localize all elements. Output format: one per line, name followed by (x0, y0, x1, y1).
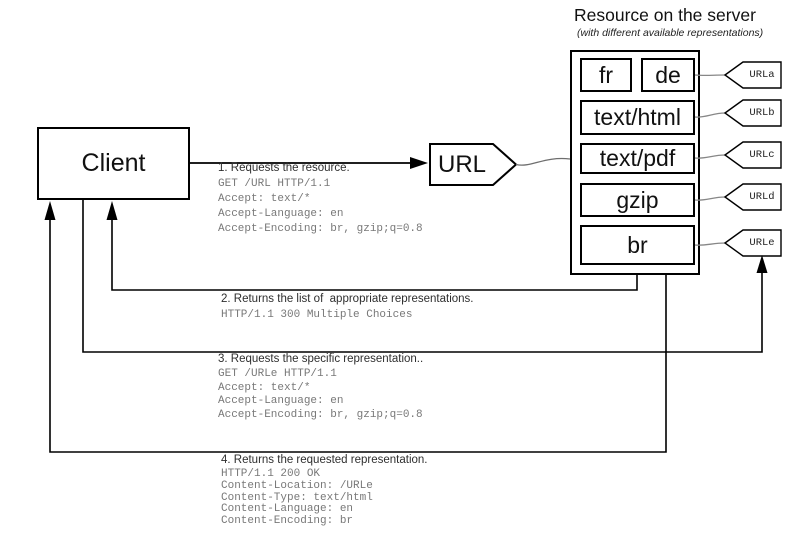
http-line: HTTP/1.1 200 OK (221, 468, 321, 480)
http-line: GET /URLe HTTP/1.1 (218, 368, 337, 380)
http-message: GET /URLe HTTP/1.1 Accept: text/* Accept… (218, 368, 423, 422)
step-caption: 1. Requests the resource. (218, 162, 350, 174)
client-label: Client (81, 149, 146, 177)
http-line: Content-Encoding: br (221, 515, 354, 528)
http-line: HTTP/1.1 300 Multiple Choices (221, 309, 413, 321)
arrow-request-specific (82, 200, 763, 353)
url-tag-shape-urlb (723, 99, 782, 127)
http-line: Content-Language: en (221, 503, 354, 516)
url-tag-label-urlc: URLc (749, 149, 775, 161)
http-message: HTTP/1.1 300 Multiple Choices (221, 308, 474, 323)
http-line: Accept-Language: en (218, 208, 344, 220)
link-texthtml-urlb (694, 112, 726, 118)
arrowhead-returns-representation (44, 201, 56, 220)
url-tag-label-urla: URLa (749, 69, 775, 81)
arrow-returns-list (111, 219, 638, 291)
url-tag-shape-urlc (723, 141, 782, 169)
http-line: Accept: text/* (218, 381, 311, 394)
url-to-server-link (515, 157, 571, 166)
arrow-returns-representation (49, 219, 667, 453)
http-line: Accept-Encoding: br, gzip;q=0.8 (218, 408, 423, 421)
client-box: Client (37, 127, 190, 200)
representation-box-fr: fr (580, 58, 632, 92)
server-subtitle: (with different available representation… (577, 27, 764, 39)
url-tag-label-urle: URLe (749, 237, 775, 249)
representation-label: gzip (616, 186, 659, 213)
representation-label: fr (598, 61, 614, 88)
step-1-request-resource: 1. Requests the resource. GET /URL HTTP/… (218, 162, 423, 237)
representation-label: de (655, 61, 681, 88)
arrowhead-request-resource (410, 157, 428, 169)
representation-box-text-pdf: text/pdf (580, 143, 695, 174)
step-4-returns-representation: 4. Returns the requested representation.… (221, 454, 428, 528)
server-box (570, 50, 700, 275)
url-tag-label-urlb: URLb (749, 107, 775, 119)
link-gzip-urld (694, 196, 726, 201)
http-line: Accept-Language: en (218, 395, 344, 407)
url-node-label: URL (437, 150, 486, 178)
step-caption: 3. Requests the specific representation.… (218, 353, 424, 365)
representation-box-text-html: text/html (580, 100, 695, 135)
step-caption: 2. Returns the list of appropriate repre… (221, 293, 474, 305)
http-message: GET /URL HTTP/1.1 Accept: text/* Accept-… (218, 177, 423, 237)
server-title: Resource on the server (574, 5, 756, 25)
http-message: HTTP/1.1 200 OK Content-Location: /URLe … (221, 468, 428, 528)
http-line: GET /URL HTTP/1.1 (218, 178, 331, 190)
link-textpdf-urlc (694, 154, 726, 159)
representation-box-de: de (641, 58, 695, 92)
link-br-urle (694, 242, 726, 246)
url-tag-label-urld: URLd (749, 191, 775, 203)
http-line: Content-Type: text/html (221, 491, 373, 504)
url-tag-shape-urle (723, 229, 782, 257)
representation-box-br: br (580, 225, 695, 265)
representation-label: text/pdf (599, 145, 676, 171)
http-line: Accept-Encoding: br, gzip;q=0.8 (218, 223, 423, 235)
url-node-shape (429, 143, 518, 186)
arrowhead-returns-list (106, 201, 118, 220)
step-2-returns-list: 2. Returns the list of appropriate repre… (221, 293, 474, 323)
url-tag-shape-urld (723, 183, 782, 211)
http-line: Content-Location: /URLe (221, 479, 373, 492)
http-line: Accept: text/* (218, 193, 311, 205)
representation-box-gzip: gzip (580, 183, 695, 217)
representation-label: br (627, 231, 648, 258)
arrowhead-request-specific (756, 255, 768, 273)
representation-label: text/html (594, 104, 681, 130)
step-caption: 4. Returns the requested representation. (221, 454, 428, 466)
url-tag-shape-urla (723, 61, 782, 89)
step-3-request-specific: 3. Requests the specific representation.… (218, 353, 423, 422)
